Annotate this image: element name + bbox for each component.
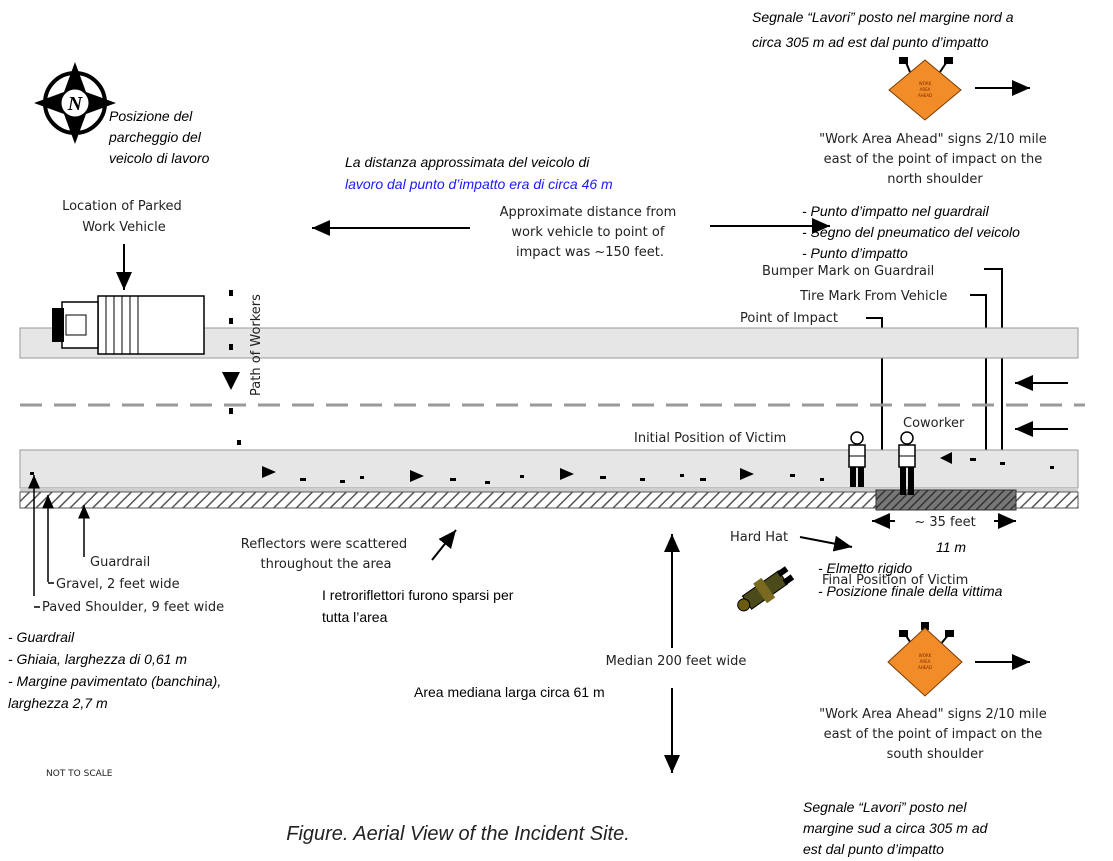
bumper-mark-label: Bumper Mark on Guardrail	[762, 264, 934, 279]
point-of-impact-leader	[866, 317, 890, 478]
parking-note-it: Posizione del parcheggio del veicolo di …	[108, 108, 210, 166]
hard-hat-leader	[799, 535, 853, 552]
distance-note-en: Approximate distance from work vehicle t…	[500, 205, 681, 260]
svg-text:AHEAD: AHEAD	[918, 93, 932, 98]
final-position-label: Final Position of Victim	[822, 573, 968, 588]
distance-note-it: La distanza approssimata del veicolo di …	[345, 154, 613, 192]
north-sign-note-en: "Work Area Ahead" signs 2/10 mile east o…	[819, 132, 1051, 187]
reflector-debris	[30, 452, 1054, 484]
median-note-it: Area mediana larga circa 61 m	[414, 684, 605, 700]
svg-text:WORK: WORK	[919, 653, 932, 658]
not-to-scale-label: NOT TO SCALE	[46, 769, 113, 779]
hat-note-it: - Elmetto rigido - Posizione finale dell…	[818, 560, 1003, 599]
reflectors-label-en: Reflectors were scattered throughout the…	[241, 537, 411, 572]
hard-hat-label: Hard Hat	[730, 530, 788, 545]
parked-vehicle-label-en: Location of Parked Work Vehicle	[62, 199, 186, 235]
svg-text:WORK: WORK	[919, 81, 932, 86]
tire-mark-leader	[970, 294, 994, 505]
work-vehicle-icon	[52, 295, 205, 355]
south-work-area-sign-icon: WORK AREA AHEAD	[887, 622, 963, 697]
dim-11m-label: 11 m	[936, 539, 966, 555]
north-compass-icon: N	[34, 62, 116, 144]
coworker-figure-icon	[898, 431, 916, 495]
guardrail-strip	[19, 491, 1079, 509]
reflectors-arrow	[431, 529, 457, 561]
north-work-area-sign-icon: WORK AREA AHEAD	[888, 57, 962, 121]
reflectors-note-it: I retroriflettori furono sparsi per tutt…	[322, 587, 517, 625]
tire-mark-label: Tire Mark From Vehicle	[799, 289, 947, 304]
south-shoulder-band	[19, 449, 1079, 489]
gravel-strip	[20, 488, 1078, 492]
path-of-workers-label: Path of Workers	[249, 294, 264, 396]
svg-text:AHEAD: AHEAD	[918, 665, 932, 670]
south-sign-note-en: "Work Area Ahead" signs 2/10 mile east o…	[819, 707, 1051, 762]
south-sign-note-it: Segnale “Lavori” posto nel margine sud a…	[803, 799, 991, 857]
impact-zone-marker	[875, 489, 1017, 511]
bumper-mark-leader	[984, 268, 1010, 500]
victim-final-figure-icon	[737, 566, 795, 612]
gravel-label: Gravel, 2 feet wide	[56, 577, 180, 592]
initial-position-label: Initial Position of Victim	[634, 431, 786, 446]
figure-caption: Figure. Aerial View of the Incident Site…	[286, 823, 630, 845]
paved-shoulder-label: Paved Shoulder, 9 feet wide	[42, 600, 224, 615]
point-of-impact-label: Point of Impact	[740, 311, 838, 326]
dim-35ft-label: ~ 35 feet	[914, 515, 975, 530]
guardrail-label: Guardrail	[90, 555, 150, 570]
svg-text:AREA: AREA	[920, 659, 931, 664]
impact-note-it: - Punto d’impatto nel guardrail - Segno …	[802, 203, 1024, 261]
median-label-en: Median 200 feet wide	[606, 654, 747, 669]
svg-text:N: N	[67, 93, 84, 115]
north-sign-note-it: Segnale “Lavori” posto nel margine nord …	[752, 9, 1017, 50]
coworker-label: Coworker	[903, 416, 965, 431]
victim-initial-figure-icon	[848, 431, 866, 487]
svg-text:AREA: AREA	[920, 87, 931, 92]
legend-note-it: - Guardrail - Ghiaia, larghezza di 0,61 …	[8, 629, 225, 711]
path-of-workers-marker	[222, 290, 241, 445]
